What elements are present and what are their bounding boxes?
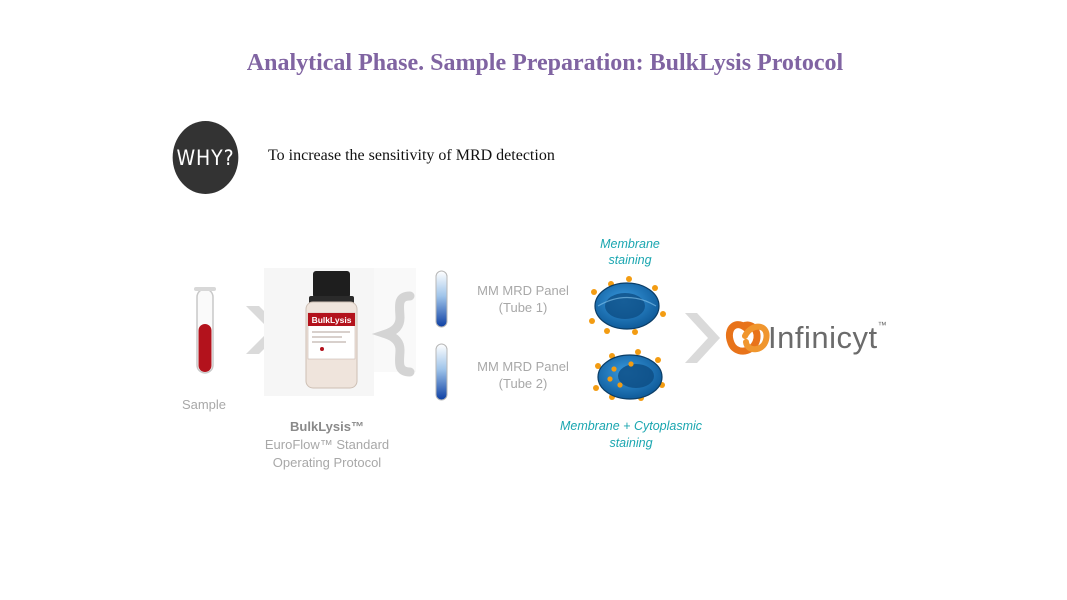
protocol-line-1: EuroFlow™ Standard [252,436,402,454]
bottle-label: BulkLysis [312,315,352,325]
protocol-line-2: Operating Protocol [252,454,402,472]
bulklysis-title: BulkLysis™ [252,418,402,436]
membrane-staining-label-2: staining [580,252,680,268]
brand-trademark: ™ [878,320,888,330]
infinicyt-logo-icon [729,325,766,351]
cytoplasmic-staining-label: Membrane + Cytoplasmic [548,418,714,434]
brand-name: Infinicyt [768,320,878,355]
bulklysis-bottle-icon: BulkLysis [264,268,374,396]
sample-label: Sample [174,396,234,414]
sample-tube-icon [194,287,216,373]
tube-1-panel-label: MM MRD Panel [468,282,578,300]
cytoplasmic-staining-label-2: staining [548,435,714,451]
tube-1-number-label: (Tube 1) [468,299,578,317]
chevron-right-icon [685,313,720,363]
membrane-staining-label: Membrane [580,236,680,252]
infinicyt-brand: Infinicyt™ [768,320,887,356]
cytoplasmic-stained-cell-icon [593,349,665,401]
brace-icon [374,268,416,372]
stained-tube-2-icon [436,344,447,400]
membrane-stained-cell-icon [589,276,666,335]
tube-2-panel-label: MM MRD Panel [468,358,578,376]
stained-tube-1-icon [436,271,447,327]
tube-2-number-label: (Tube 2) [468,375,578,393]
